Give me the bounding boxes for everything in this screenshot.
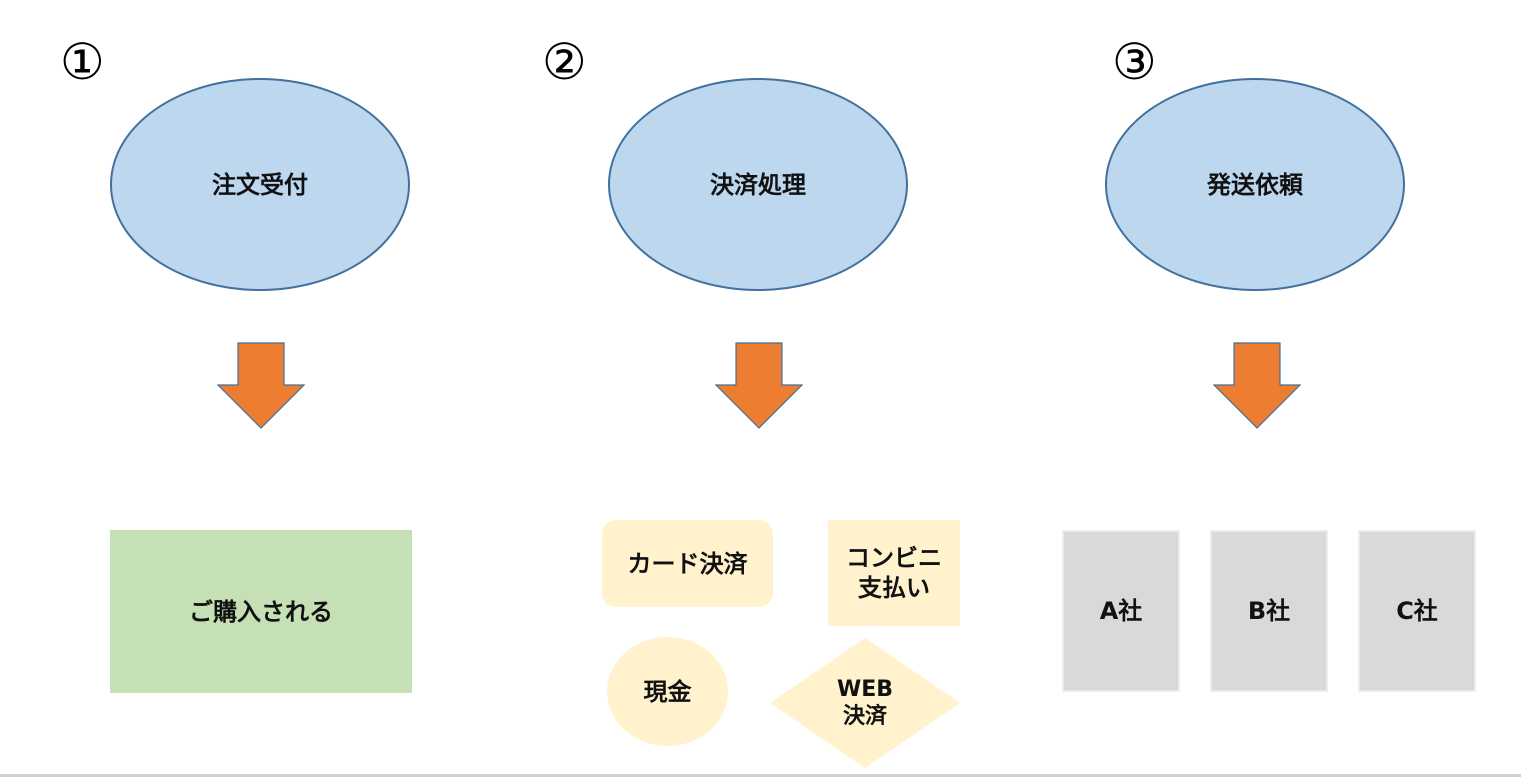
down-arrow-icon <box>217 342 305 429</box>
carrier-label-a: A社 <box>1099 597 1143 625</box>
carrier-box-b: B社 <box>1210 530 1328 692</box>
down-arrow-icon <box>715 342 803 429</box>
step-1-ellipse: 注文受付 <box>110 78 410 291</box>
card-payment-label: カード決済 <box>627 549 748 578</box>
cash-payment-label: 現金 <box>643 677 692 706</box>
carrier-label-c: C社 <box>1396 597 1438 625</box>
web-line-1: WEB <box>836 676 894 702</box>
step-number-3: ③ <box>1112 33 1157 91</box>
step-1-title: 注文受付 <box>212 170 308 199</box>
cash-payment-circle: 現金 <box>607 637 728 746</box>
step-3-ellipse: 発送依頼 <box>1105 78 1405 291</box>
web-payment-diamond <box>770 638 960 768</box>
convenience-line-1: コンビニ <box>846 544 942 572</box>
web-payment-box: WEB 決済 <box>770 638 960 768</box>
step-number-1: ① <box>60 33 105 91</box>
web-line-2: 決済 <box>842 704 887 729</box>
step-2-ellipse: 決済処理 <box>608 78 908 291</box>
step-3-title: 発送依頼 <box>1207 170 1303 199</box>
step-2-title: 決済処理 <box>710 170 806 199</box>
carrier-box-c: C社 <box>1358 530 1476 692</box>
bottom-divider <box>0 774 1521 777</box>
convenience-payment-box: コンビニ 支払い <box>828 520 960 626</box>
down-arrow-icon <box>1213 342 1301 429</box>
web-payment-label: WEB 決済 <box>837 676 893 731</box>
carrier-box-a: A社 <box>1062 530 1180 692</box>
carrier-label-b: B社 <box>1247 597 1291 625</box>
step-number-2: ② <box>542 33 587 91</box>
card-payment-box: カード決済 <box>602 520 773 607</box>
purchase-label: ご購入される <box>189 597 333 626</box>
convenience-line-2: 支払い <box>858 574 930 602</box>
convenience-payment-label: コンビニ 支払い <box>846 543 942 603</box>
purchase-box: ご購入される <box>110 530 412 693</box>
